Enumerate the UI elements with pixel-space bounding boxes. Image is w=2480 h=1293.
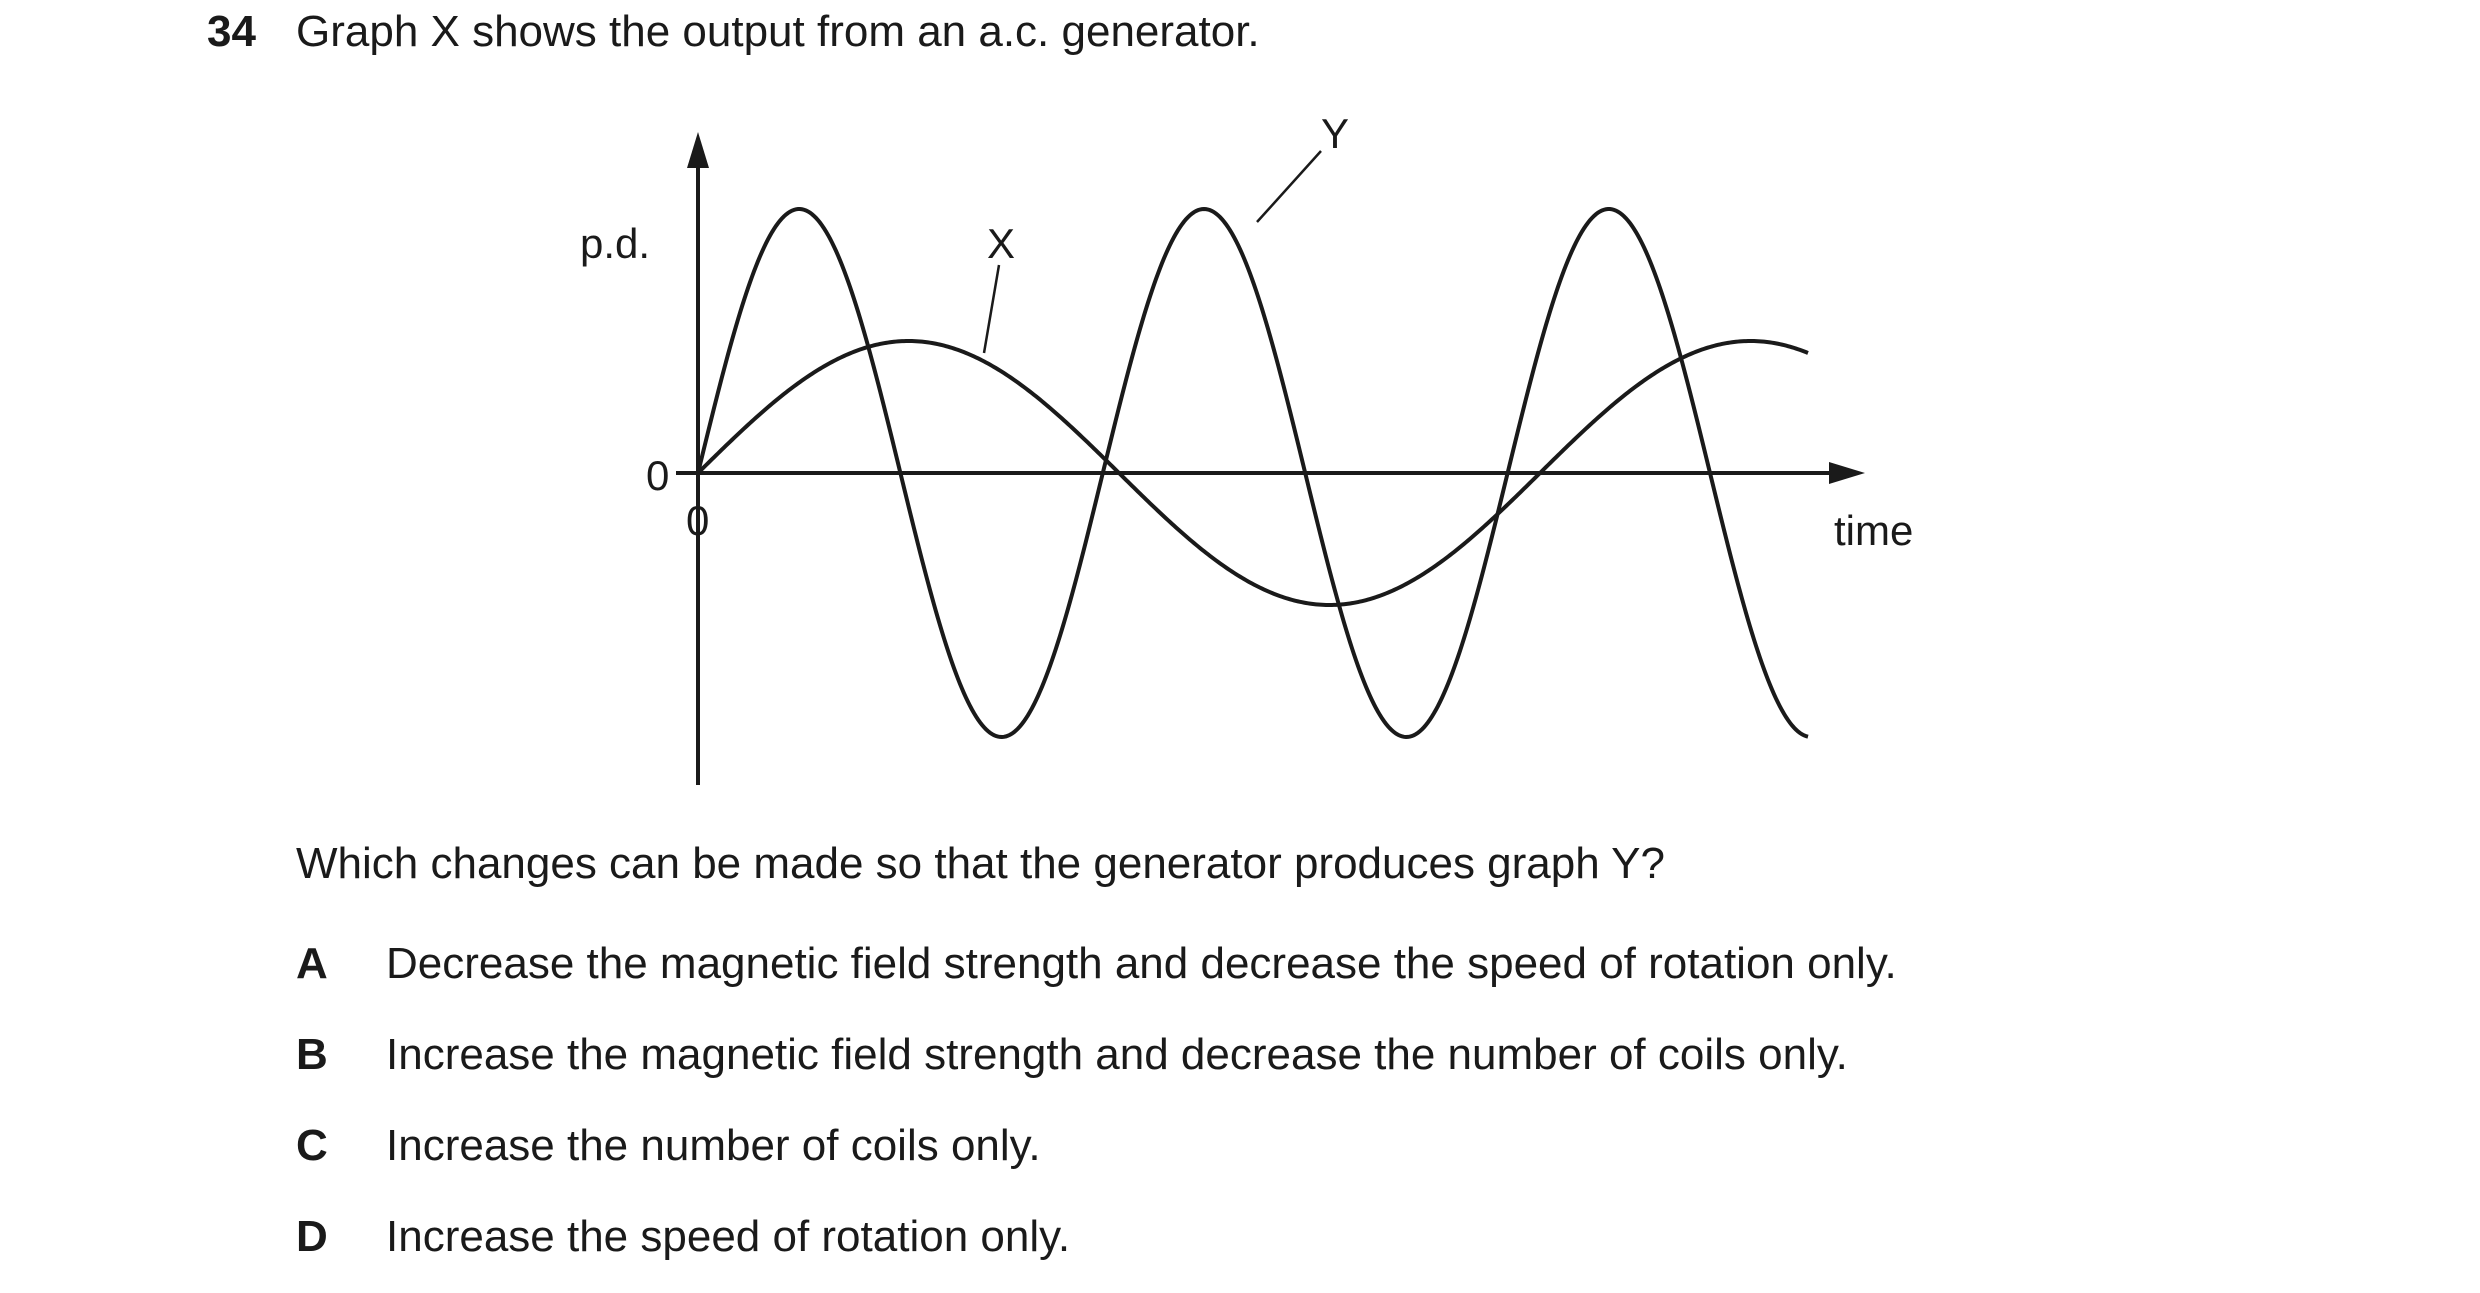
option-text: Increase the speed of rotation only. (386, 1212, 1071, 1261)
generator-output-graph: p.d. time 0 0 X Y (580, 110, 1913, 785)
curve-x-leader-line (982, 264, 1001, 354)
question-stem: Graph X shows the output from an a.c. ge… (296, 7, 1260, 56)
option-text: Decrease the magnetic field strength and… (386, 939, 1897, 988)
option-text: Increase the number of coils only. (386, 1121, 1041, 1170)
curve-y (696, 206, 1809, 740)
option-letter: D (296, 1212, 328, 1261)
x-axis-label: time (1834, 507, 1913, 554)
question-prompt: Which changes can be made so that the ge… (296, 839, 1665, 888)
option-b[interactable]: B Increase the magnetic field strength a… (296, 1029, 1848, 1081)
x-axis-arrowhead (1829, 462, 1865, 484)
option-d[interactable]: D Increase the speed of rotation only. (296, 1211, 1070, 1263)
option-letter: C (296, 1121, 328, 1170)
curve-y-label: Y (1321, 110, 1349, 157)
option-a[interactable]: A Decrease the magnetic field strength a… (296, 938, 1897, 990)
y-axis-label: p.d. (580, 220, 650, 267)
curve-x-label: X (987, 220, 1015, 267)
curve-x (696, 338, 1809, 608)
question-number: 34 (207, 7, 256, 56)
y-axis-arrowhead (687, 132, 709, 168)
x-origin-label: 0 (686, 497, 709, 544)
option-letter: B (296, 1030, 328, 1079)
option-letter: A (296, 939, 328, 988)
option-c[interactable]: C Increase the number of coils only. (296, 1120, 1041, 1172)
option-text: Increase the magnetic field strength and… (386, 1030, 1848, 1079)
curve-y-leader-line (1256, 150, 1322, 223)
y-origin-label: 0 (646, 452, 669, 499)
